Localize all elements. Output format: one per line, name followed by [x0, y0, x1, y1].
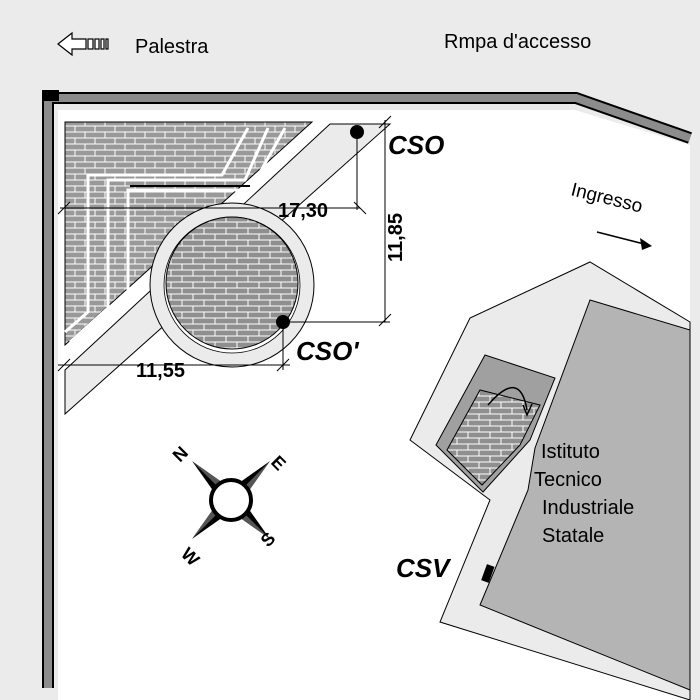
- entrance-arrow: [596, 231, 649, 246]
- ramp-label: Rmpa d'accesso: [444, 31, 591, 53]
- path-line-1: [64, 127, 250, 334]
- school-line-3: Industriale: [542, 497, 634, 519]
- dim-tick-a: [353, 201, 367, 215]
- cso-prime-label: CSO': [296, 336, 359, 366]
- arrow-left-icon: [57, 31, 109, 57]
- dim-tick-b: [57, 201, 71, 215]
- cso-prime-point: [276, 315, 290, 329]
- dim-tick-f: [276, 358, 290, 372]
- csv-marker: [481, 564, 495, 583]
- school-line-2: Tecnico: [534, 469, 602, 491]
- school-line-4: Statale: [542, 525, 604, 547]
- compass-center: [209, 478, 253, 522]
- dim-tick-e: [57, 358, 71, 372]
- dim-tick-c: [378, 115, 392, 129]
- stairs: [446, 389, 541, 486]
- dim-tick-d: [378, 313, 392, 327]
- path-line-3: [74, 127, 287, 352]
- wall-end-marker: [42, 90, 59, 101]
- path-line-2: [68, 127, 270, 344]
- school-building: [479, 299, 691, 691]
- csv-label: CSV: [396, 553, 452, 583]
- dimension-horizontal-2: 11,55: [136, 360, 185, 382]
- dimension-horizontal-1: 17,30: [278, 200, 328, 222]
- stair-arrow: [487, 386, 528, 411]
- school-line-1: Istituto: [541, 441, 600, 463]
- gym-label: Palestra: [135, 36, 209, 58]
- cso-label: CSO: [388, 130, 444, 160]
- brick-planter: [165, 216, 299, 350]
- dimension-vertical: 11,85: [385, 213, 407, 262]
- cso-point: [350, 125, 364, 139]
